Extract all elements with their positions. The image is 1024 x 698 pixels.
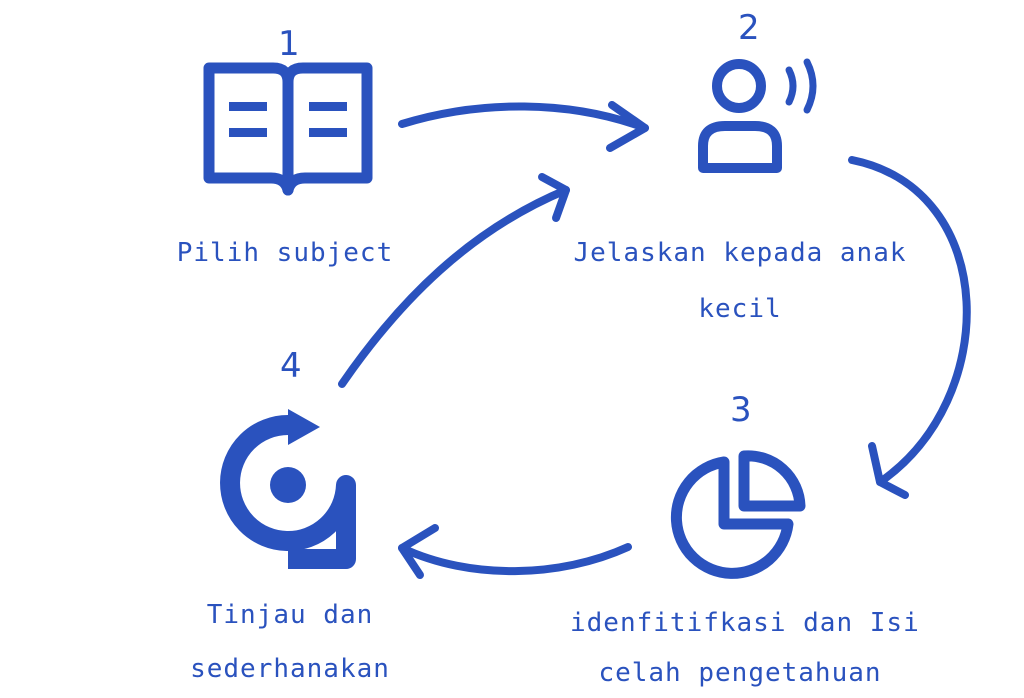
arrow-2-to-3: [848, 156, 971, 486]
arrow-3-to-4: [398, 543, 632, 576]
step-4-label-line-1: Tinjau dan: [206, 600, 374, 630]
step-2-number: 2: [738, 8, 760, 48]
step-4-number: 4: [280, 346, 302, 386]
arrow-4-to-2: [338, 186, 570, 388]
step-1-number: 1: [278, 24, 300, 64]
step-1-label: Pilih subject: [176, 238, 394, 268]
arrow-1-to-2: [398, 102, 649, 132]
step-2-label-line-2: kecil: [698, 294, 782, 324]
step-2-label-line-1: Jelaskan kepada anak: [573, 238, 907, 268]
step-3-label-line-2: celah pengetahuan: [598, 658, 882, 688]
open-book-icon: [203, 62, 373, 196]
step-4-label-line-2: sederhanakan: [190, 654, 390, 684]
pie-chart-icon: [670, 450, 806, 579]
person-speaking-icon: [698, 58, 817, 173]
step-3-number: 3: [730, 390, 752, 430]
step-3-label-line-1: idenfitifkasi dan Isi: [570, 608, 920, 638]
review-cycle-icon: [220, 409, 356, 569]
